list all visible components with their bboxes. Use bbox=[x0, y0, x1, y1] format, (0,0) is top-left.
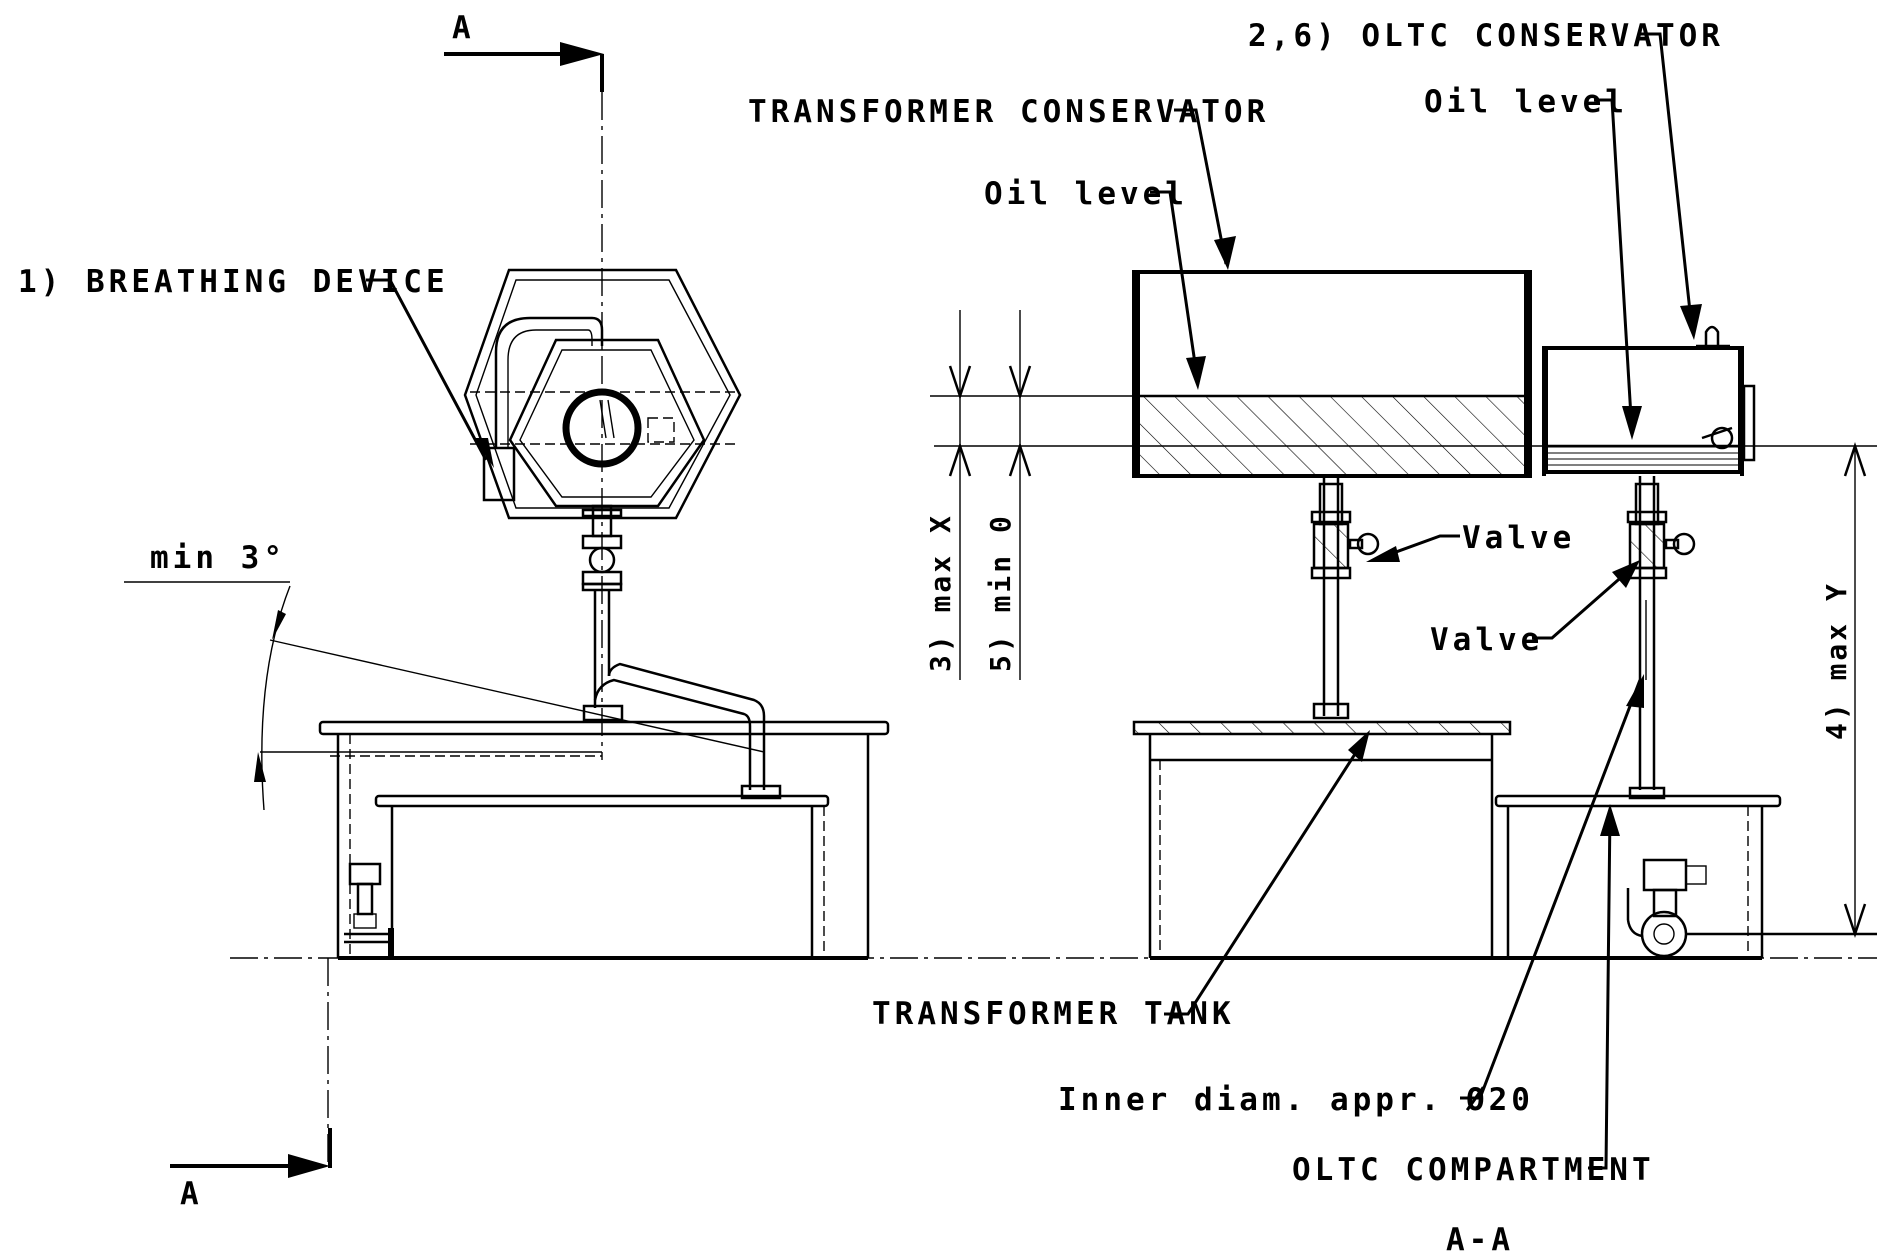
max-x-label: 3) max X bbox=[924, 513, 957, 672]
oltc-conservator-label: 2,6) OLTC CONSERVATOR bbox=[1248, 18, 1724, 54]
conservator-hexagon bbox=[463, 268, 742, 520]
inner-diam-label: Inner diam. appr. Ø20 bbox=[1058, 1082, 1534, 1118]
valve-right-callout: Valve bbox=[1430, 560, 1640, 658]
transformer-tank bbox=[1132, 720, 1512, 960]
oltc-compartment-label: OLTC COMPARTMENT bbox=[1292, 1152, 1655, 1188]
section-a-bottom-label: A bbox=[180, 1176, 203, 1212]
section-marker-top: A bbox=[444, 10, 604, 92]
oltc-compartment-callout: OLTC COMPARTMENT bbox=[1292, 804, 1655, 1188]
min-angle-label: min 3° bbox=[150, 540, 286, 576]
valve-right-label: Valve bbox=[1430, 622, 1543, 658]
transformer-conservator bbox=[1132, 270, 1532, 478]
transformer-conservator-callout: TRANSFORMER CONSERVATOR Oil level bbox=[748, 94, 1269, 390]
oil-level-right-label: Oil level bbox=[1424, 84, 1628, 120]
transformer-conservator-pipe-valve bbox=[1310, 476, 1380, 720]
slope-angle-annotation: min 3° bbox=[124, 540, 765, 811]
section-a-top-label: A bbox=[452, 10, 475, 46]
right-view: 3) max X 5) min 0 TRANSFORMER CONSERVATO… bbox=[748, 18, 1877, 1253]
pipe-valve-assembly-left bbox=[581, 504, 782, 800]
breathing-device-callout: 1) BREATHING DEVICE bbox=[18, 264, 494, 468]
dimension-x-0: 3) max X 5) min 0 bbox=[924, 310, 1877, 680]
oltc-conservator bbox=[1542, 325, 1756, 476]
transformer-conservator-label: TRANSFORMER CONSERVATOR bbox=[748, 94, 1269, 130]
breathing-device-label: 1) BREATHING DEVICE bbox=[18, 264, 449, 300]
oil-level-left-label: Oil level bbox=[984, 176, 1188, 212]
inner-diameter-callout: Inner diam. appr. Ø20 bbox=[1058, 674, 1644, 1118]
tank-left bbox=[318, 720, 890, 960]
oltc-compartment bbox=[1494, 794, 1877, 960]
valve-left-label: Valve bbox=[1462, 520, 1575, 556]
breathing-device-box bbox=[482, 446, 516, 502]
transformer-tank-callout: TRANSFORMER TANK bbox=[872, 730, 1370, 1032]
valve-left-callout: Valve bbox=[1366, 520, 1575, 562]
left-view: A bbox=[18, 10, 1877, 1212]
oltc-conservator-callout: 2,6) OLTC CONSERVATOR Oil level bbox=[1248, 18, 1724, 440]
min-0-label: 5) min 0 bbox=[984, 513, 1017, 672]
section-view-label: A-A bbox=[1446, 1222, 1514, 1253]
oltc-pipe-valve bbox=[1626, 476, 1696, 800]
max-y-label: 4) max Y bbox=[1820, 581, 1853, 740]
dimension-y: 4) max Y bbox=[1820, 442, 1867, 938]
